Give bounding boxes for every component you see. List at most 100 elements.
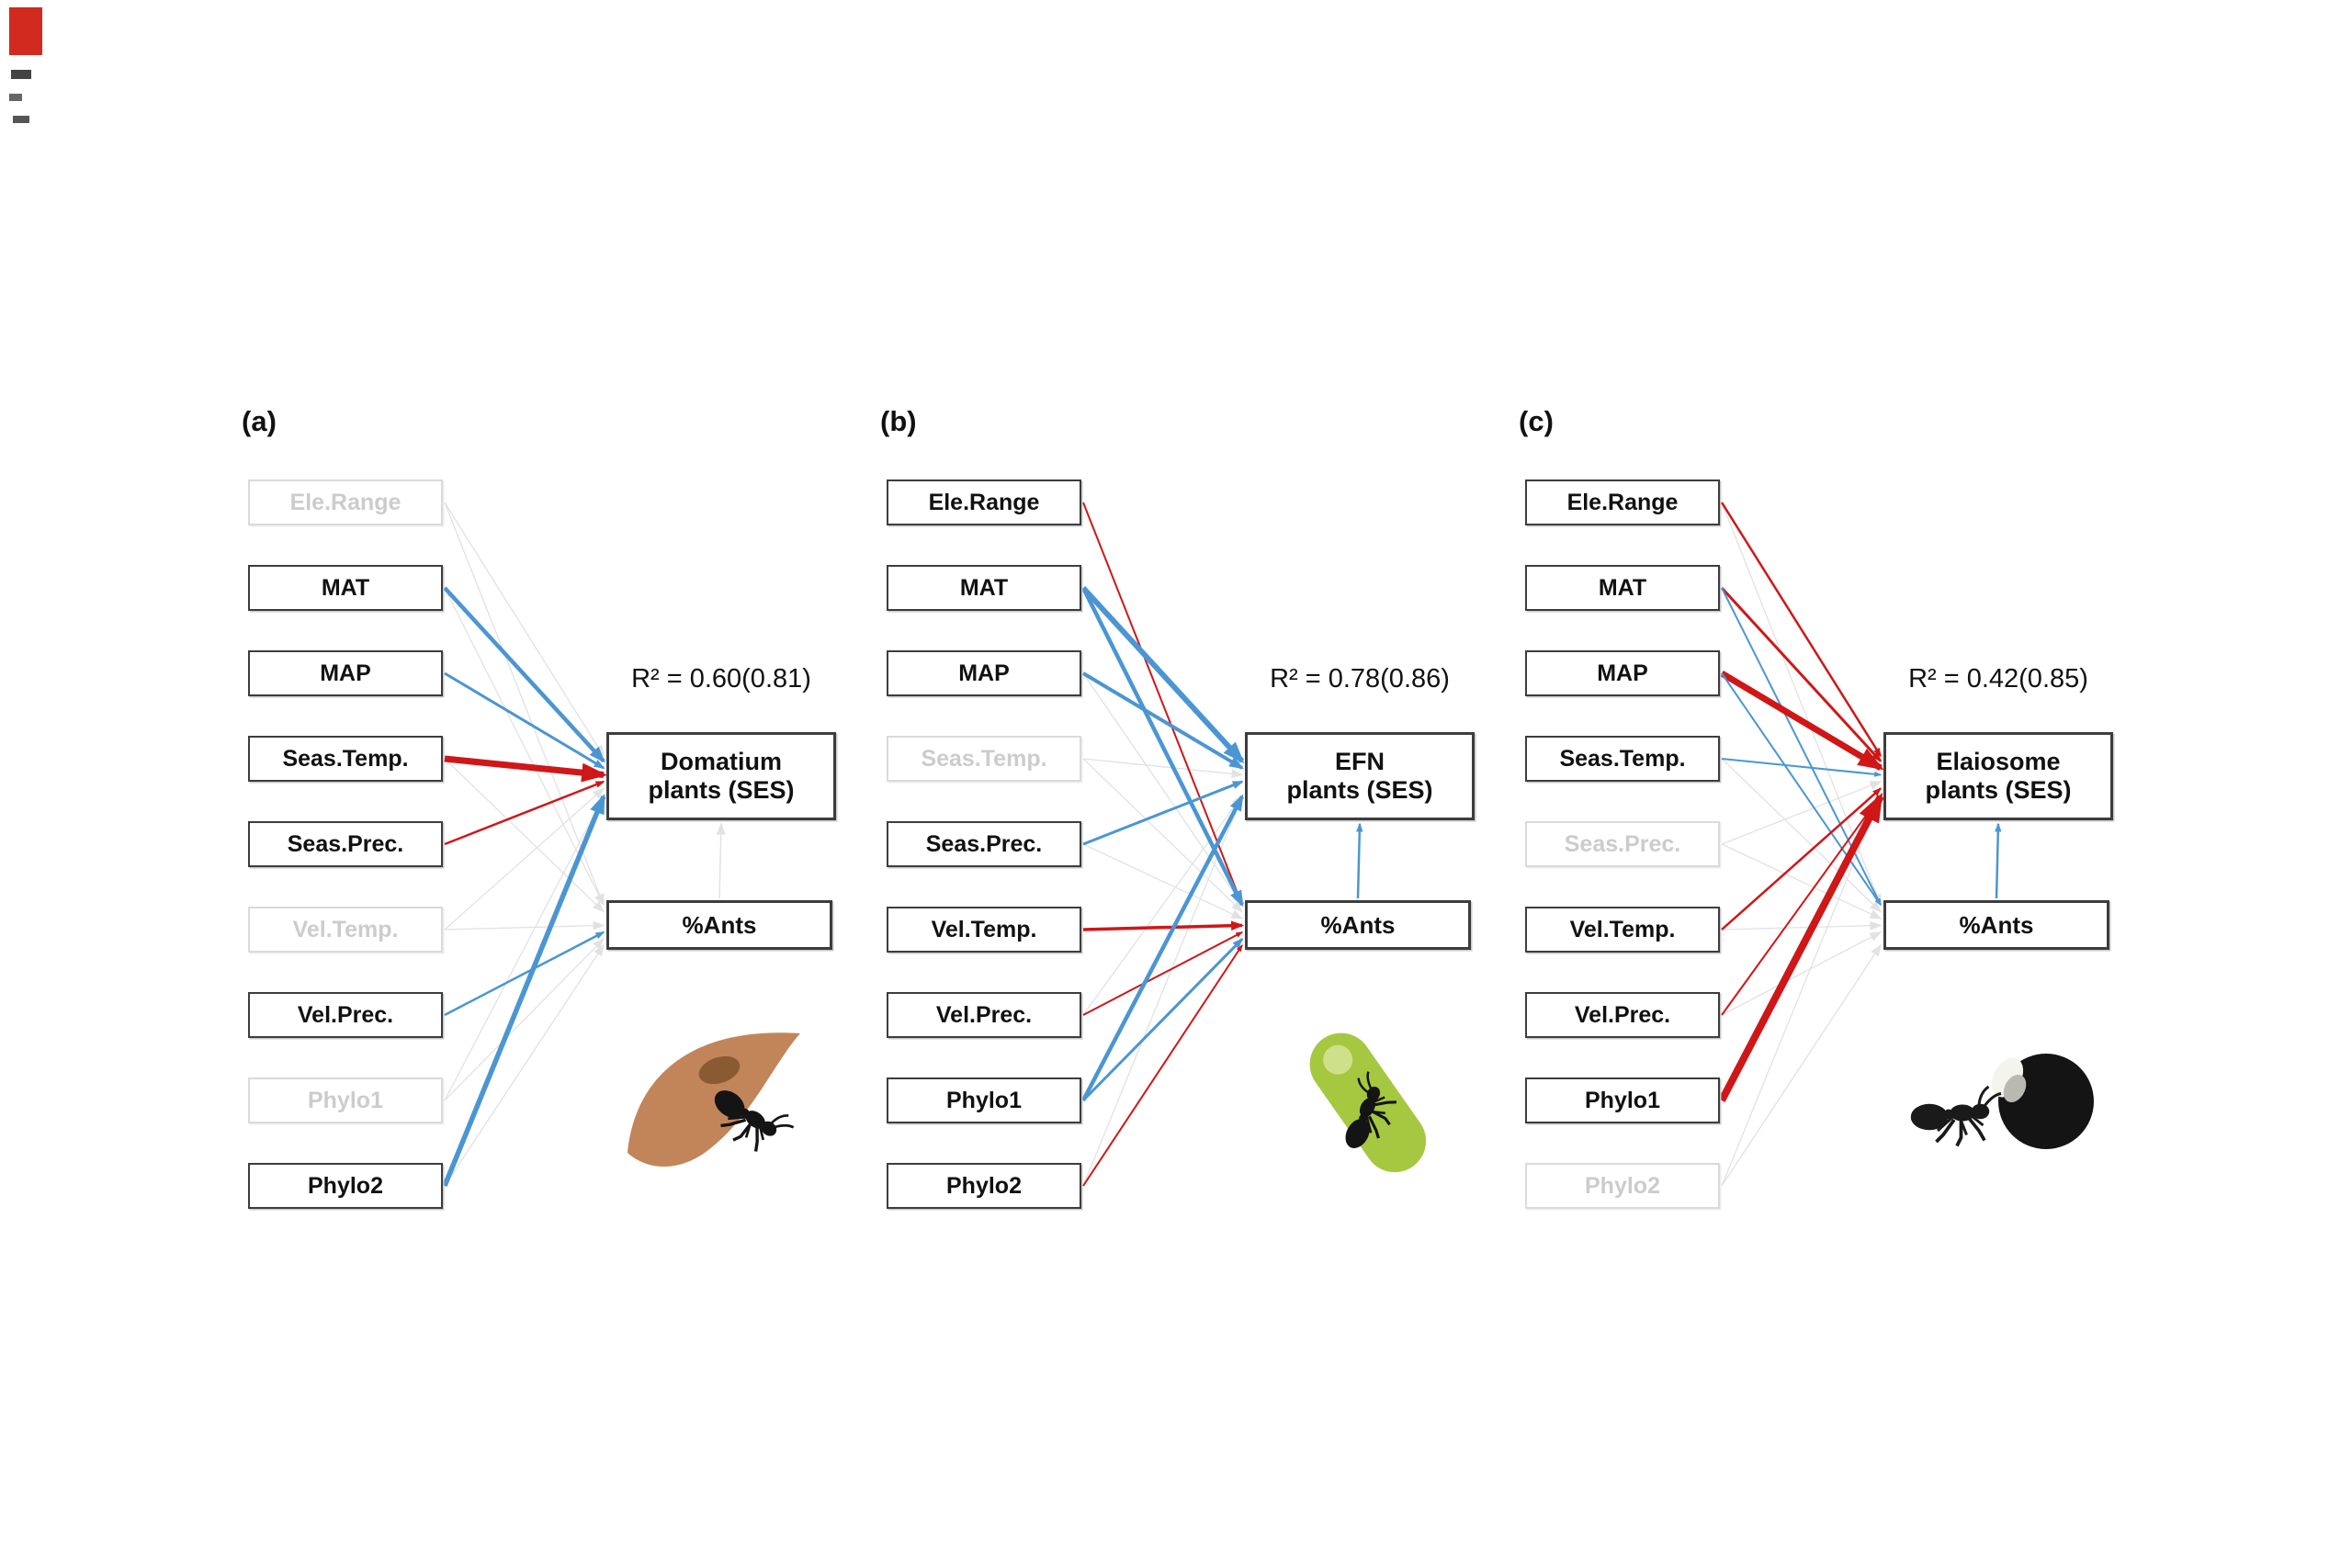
predictor-phylo2: Phylo2 — [1525, 1163, 1720, 1209]
elaiosome-plants-box: Elaiosome plants (SES) — [1883, 732, 2113, 820]
predictor-seas-prec: Seas.Prec. — [1525, 821, 1720, 867]
response-label-line1: Elaiosome — [1936, 748, 2061, 775]
domatium-ant-icon — [611, 998, 850, 1210]
path-arrow-phylo2-to-response — [442, 793, 606, 1188]
ant-icon — [1345, 1071, 1396, 1148]
path-arrow-phylo2-to-ants — [1721, 943, 1882, 1187]
path-arrow-phylo1-to-ants — [444, 938, 605, 1101]
efn-plants-box: EFN plants (SES) — [1245, 732, 1475, 820]
panel-a-ants-box: %Ants — [606, 900, 832, 950]
path-arrow-phylo1-to-response — [1718, 792, 1884, 1102]
predictor-mat: MAT — [887, 565, 1081, 611]
path-arrow-map-to-ants — [1082, 672, 1243, 907]
nectary-gland — [1323, 1044, 1353, 1075]
path-arrow-seas-temp-to-response — [444, 755, 608, 783]
corner-dark-mark — [13, 116, 29, 123]
path-arrow-ele-range-to-response — [1720, 502, 1883, 758]
path-arrow-vel-prec-to-ants — [1082, 931, 1244, 1016]
path-arrow-seas-prec-to-response — [1082, 780, 1244, 846]
panel-b-r-squared: R² = 0.78(0.86) — [1270, 664, 1450, 694]
predictor-phylo2: Phylo2 — [887, 1163, 1081, 1209]
path-arrow-mat-to-response — [443, 586, 605, 763]
predictor-phylo1: Phylo1 — [1525, 1077, 1720, 1123]
domatium-hole — [698, 1055, 741, 1085]
predictor-seas-temp: Seas.Temp. — [1525, 736, 1720, 782]
path-arrow-ants-to-response — [1356, 822, 1363, 899]
path-arrow-seas-prec-to-response — [1721, 781, 1883, 845]
path-arrow-phylo2-to-response — [1721, 795, 1882, 1187]
path-arrow-mat-to-response — [1080, 585, 1245, 764]
corner-dark-mark — [11, 70, 31, 79]
elaiosome-shade — [2003, 1074, 2027, 1103]
panel-c-ants-box: %Ants — [1883, 900, 2109, 950]
predictor-map: MAP — [248, 650, 443, 696]
panel-c-label: (c) — [1519, 405, 1554, 437]
path-arrow-map-to-ants — [1721, 672, 1882, 907]
path-arrow-vel-temp-to-response — [444, 787, 605, 931]
path-arrow-vel-temp-to-ants — [1082, 920, 1245, 931]
corner-dark-mark — [9, 94, 22, 101]
panel-b-ants-box: %Ants — [1245, 900, 1471, 950]
domatium-pod-shape — [628, 1032, 800, 1168]
path-arrow-ele-range-to-ants — [444, 502, 605, 907]
path-arrow-vel-prec-to-ants — [444, 931, 605, 1017]
path-arrow-phylo1-to-ants — [1081, 937, 1244, 1102]
predictor-seas-prec: Seas.Prec. — [887, 821, 1081, 867]
predictor-vel-temp: Vel.Temp. — [248, 907, 443, 953]
path-arrow-seas-temp-to-response — [1082, 758, 1244, 779]
path-arrow-vel-temp-to-ants — [444, 920, 605, 931]
predictor-map: MAP — [887, 650, 1081, 696]
path-arrow-seas-temp-to-ants — [444, 758, 605, 913]
path-arrow-mat-to-ants — [444, 587, 605, 907]
path-arrow-ele-range-to-response — [444, 502, 605, 758]
predictor-vel-prec: Vel.Prec. — [1525, 992, 1720, 1038]
path-arrow-ants-to-response — [1995, 822, 2002, 899]
panel-c-r-squared: R² = 0.42(0.85) — [1908, 664, 2088, 694]
predictor-seas-temp: Seas.Temp. — [887, 736, 1081, 782]
ant-icon — [1910, 1085, 2002, 1147]
page-corner-artifact — [7, 6, 62, 203]
predictor-phylo1: Phylo1 — [887, 1077, 1081, 1123]
panel-b-label: (b) — [880, 405, 917, 437]
path-arrow-seas-temp-to-ants — [1082, 758, 1244, 913]
predictor-phylo1: Phylo1 — [248, 1077, 443, 1123]
predictor-phylo2: Phylo2 — [248, 1163, 443, 1209]
path-arrow-phylo2-to-response — [1082, 795, 1243, 1187]
path-arrow-mat-to-ants — [1080, 586, 1245, 908]
response-label-line1: EFN — [1335, 748, 1385, 775]
predictor-mat: MAT — [1525, 565, 1720, 611]
panel-a-label: (a) — [242, 405, 277, 437]
predictor-vel-prec: Vel.Prec. — [887, 992, 1081, 1038]
path-arrow-vel-temp-to-response — [1721, 787, 1883, 931]
response-label-line2: plants (SES) — [1286, 776, 1433, 804]
path-arrow-seas-prec-to-ants — [1082, 843, 1244, 919]
path-arrow-seas-temp-to-ants — [1721, 758, 1883, 913]
predictor-ele-range: Ele.Range — [887, 479, 1081, 525]
path-arrow-vel-prec-to-ants — [1721, 931, 1883, 1016]
predictor-seas-temp: Seas.Temp. — [248, 736, 443, 782]
path-arrow-seas-temp-to-response — [1721, 758, 1883, 777]
ant-icon — [714, 1090, 795, 1152]
efn-ant-icon — [1250, 998, 1488, 1210]
path-arrow-phylo1-to-response — [444, 795, 605, 1101]
path-arrow-ele-range-to-ants — [1721, 502, 1882, 907]
path-arrow-vel-prec-to-response — [1721, 794, 1882, 1016]
path-arrow-seas-prec-to-ants — [1721, 843, 1883, 919]
path-arrow-phylo1-to-response — [1081, 794, 1244, 1102]
path-arrow-vel-prec-to-response — [1082, 794, 1243, 1016]
predictor-ele-range: Ele.Range — [1525, 479, 1720, 525]
path-arrow-ants-to-response — [716, 822, 726, 899]
predictor-mat: MAT — [248, 565, 443, 611]
response-label-line2: plants (SES) — [1925, 776, 2072, 804]
predictor-seas-prec: Seas.Prec. — [248, 821, 443, 867]
domatium-plants-box: Domatium plants (SES) — [606, 732, 836, 820]
predictor-map: MAP — [1525, 650, 1720, 696]
